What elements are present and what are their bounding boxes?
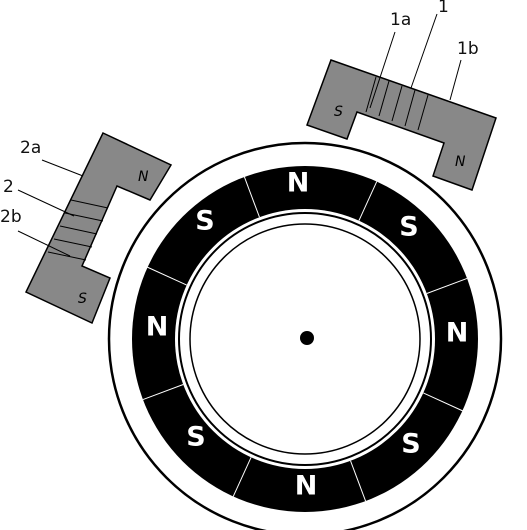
stator-1-core — [306, 59, 497, 191]
magnet-label: S — [401, 429, 420, 460]
magnet-label: N — [446, 318, 469, 349]
magnet-divider — [350, 460, 367, 502]
stator-2-pole-s: S — [78, 291, 87, 307]
label-2: 2 — [3, 177, 14, 197]
label-1b: 1b — [457, 39, 479, 59]
magnet-divider — [147, 266, 187, 286]
coil-1-winding — [417, 94, 429, 131]
magnet-divider — [232, 457, 252, 497]
label-2b: 2b — [0, 207, 22, 227]
leader-lines-2 — [17, 159, 84, 257]
coil-2-winding — [53, 238, 93, 248]
magnet-dividers — [142, 176, 468, 502]
coil-1-winding — [378, 80, 390, 117]
stator-2: N S — [24, 132, 173, 325]
coil-1-winding — [404, 89, 416, 127]
label-1: 1 — [438, 0, 449, 17]
magnet-divider — [243, 176, 260, 218]
magnet-divider — [358, 181, 378, 221]
stator-2-pole-n: N — [138, 169, 149, 185]
coil-1-winding — [391, 85, 403, 122]
rotor-shaft — [300, 331, 314, 345]
coil-1-winding — [365, 76, 377, 113]
magnet-label: N — [295, 471, 318, 502]
magnet-divider — [426, 277, 468, 294]
magnet-divider — [142, 384, 184, 401]
label-2a: 2a — [20, 138, 41, 158]
magnet-labels: N S N S N S N S — [145, 167, 469, 503]
coil-2-winding — [47, 251, 87, 261]
magnet-label: S — [399, 212, 418, 243]
magnet-label: S — [195, 206, 214, 237]
leader-lines-1 — [369, 13, 462, 109]
label-1a: 1a — [390, 10, 411, 30]
stator-1-pole-s: S — [334, 104, 343, 120]
stator-1-pole-n: N — [455, 154, 466, 170]
stator-2-core — [24, 132, 173, 325]
magnet-label: N — [287, 168, 310, 199]
stator-1: S N — [306, 59, 497, 191]
magnet-label: N — [146, 312, 169, 343]
magnet-divider — [423, 392, 463, 412]
coil-2-winding — [59, 225, 98, 235]
coil-2-winding — [70, 199, 109, 209]
magnet-label: S — [186, 422, 205, 453]
